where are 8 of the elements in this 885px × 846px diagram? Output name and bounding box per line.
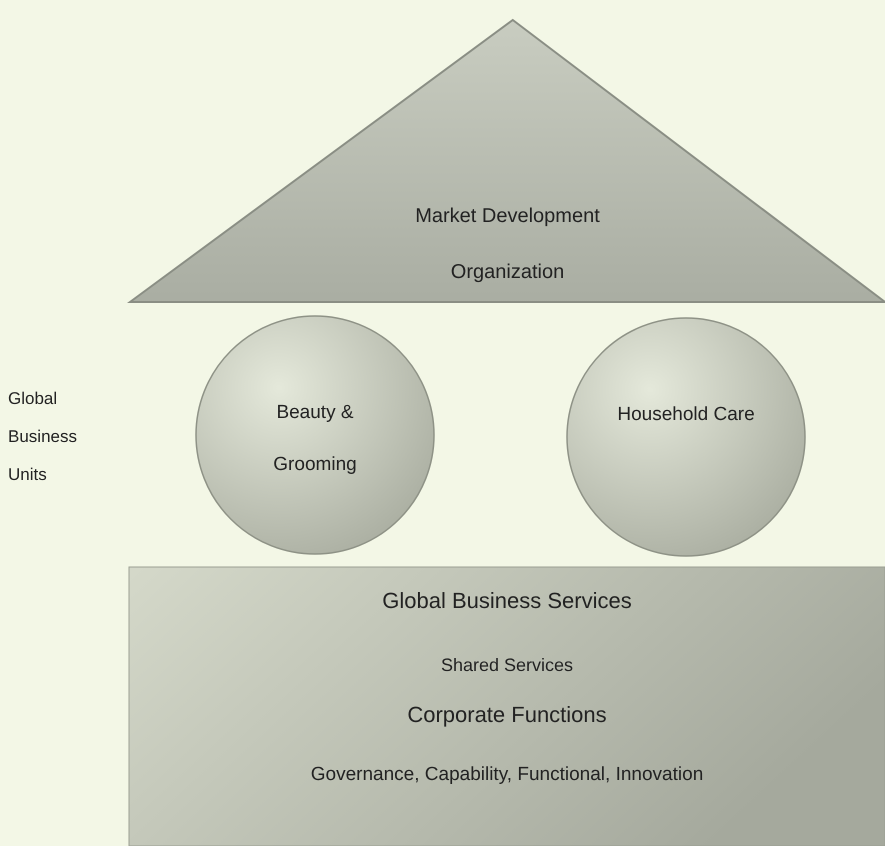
panel-heading: Corporate Functions xyxy=(406,701,608,729)
node-label: Market Development Organization xyxy=(414,204,601,285)
side-label: Global Business Units xyxy=(8,388,78,486)
panel-heading: Global Business Services xyxy=(381,587,633,615)
panel-subtext: Shared Services xyxy=(440,654,574,677)
panel-subtext: Governance, Capability, Functional, Innovation xyxy=(310,763,704,787)
node-label: Household Care xyxy=(616,403,756,427)
node-label: Beauty & Grooming xyxy=(272,401,358,477)
